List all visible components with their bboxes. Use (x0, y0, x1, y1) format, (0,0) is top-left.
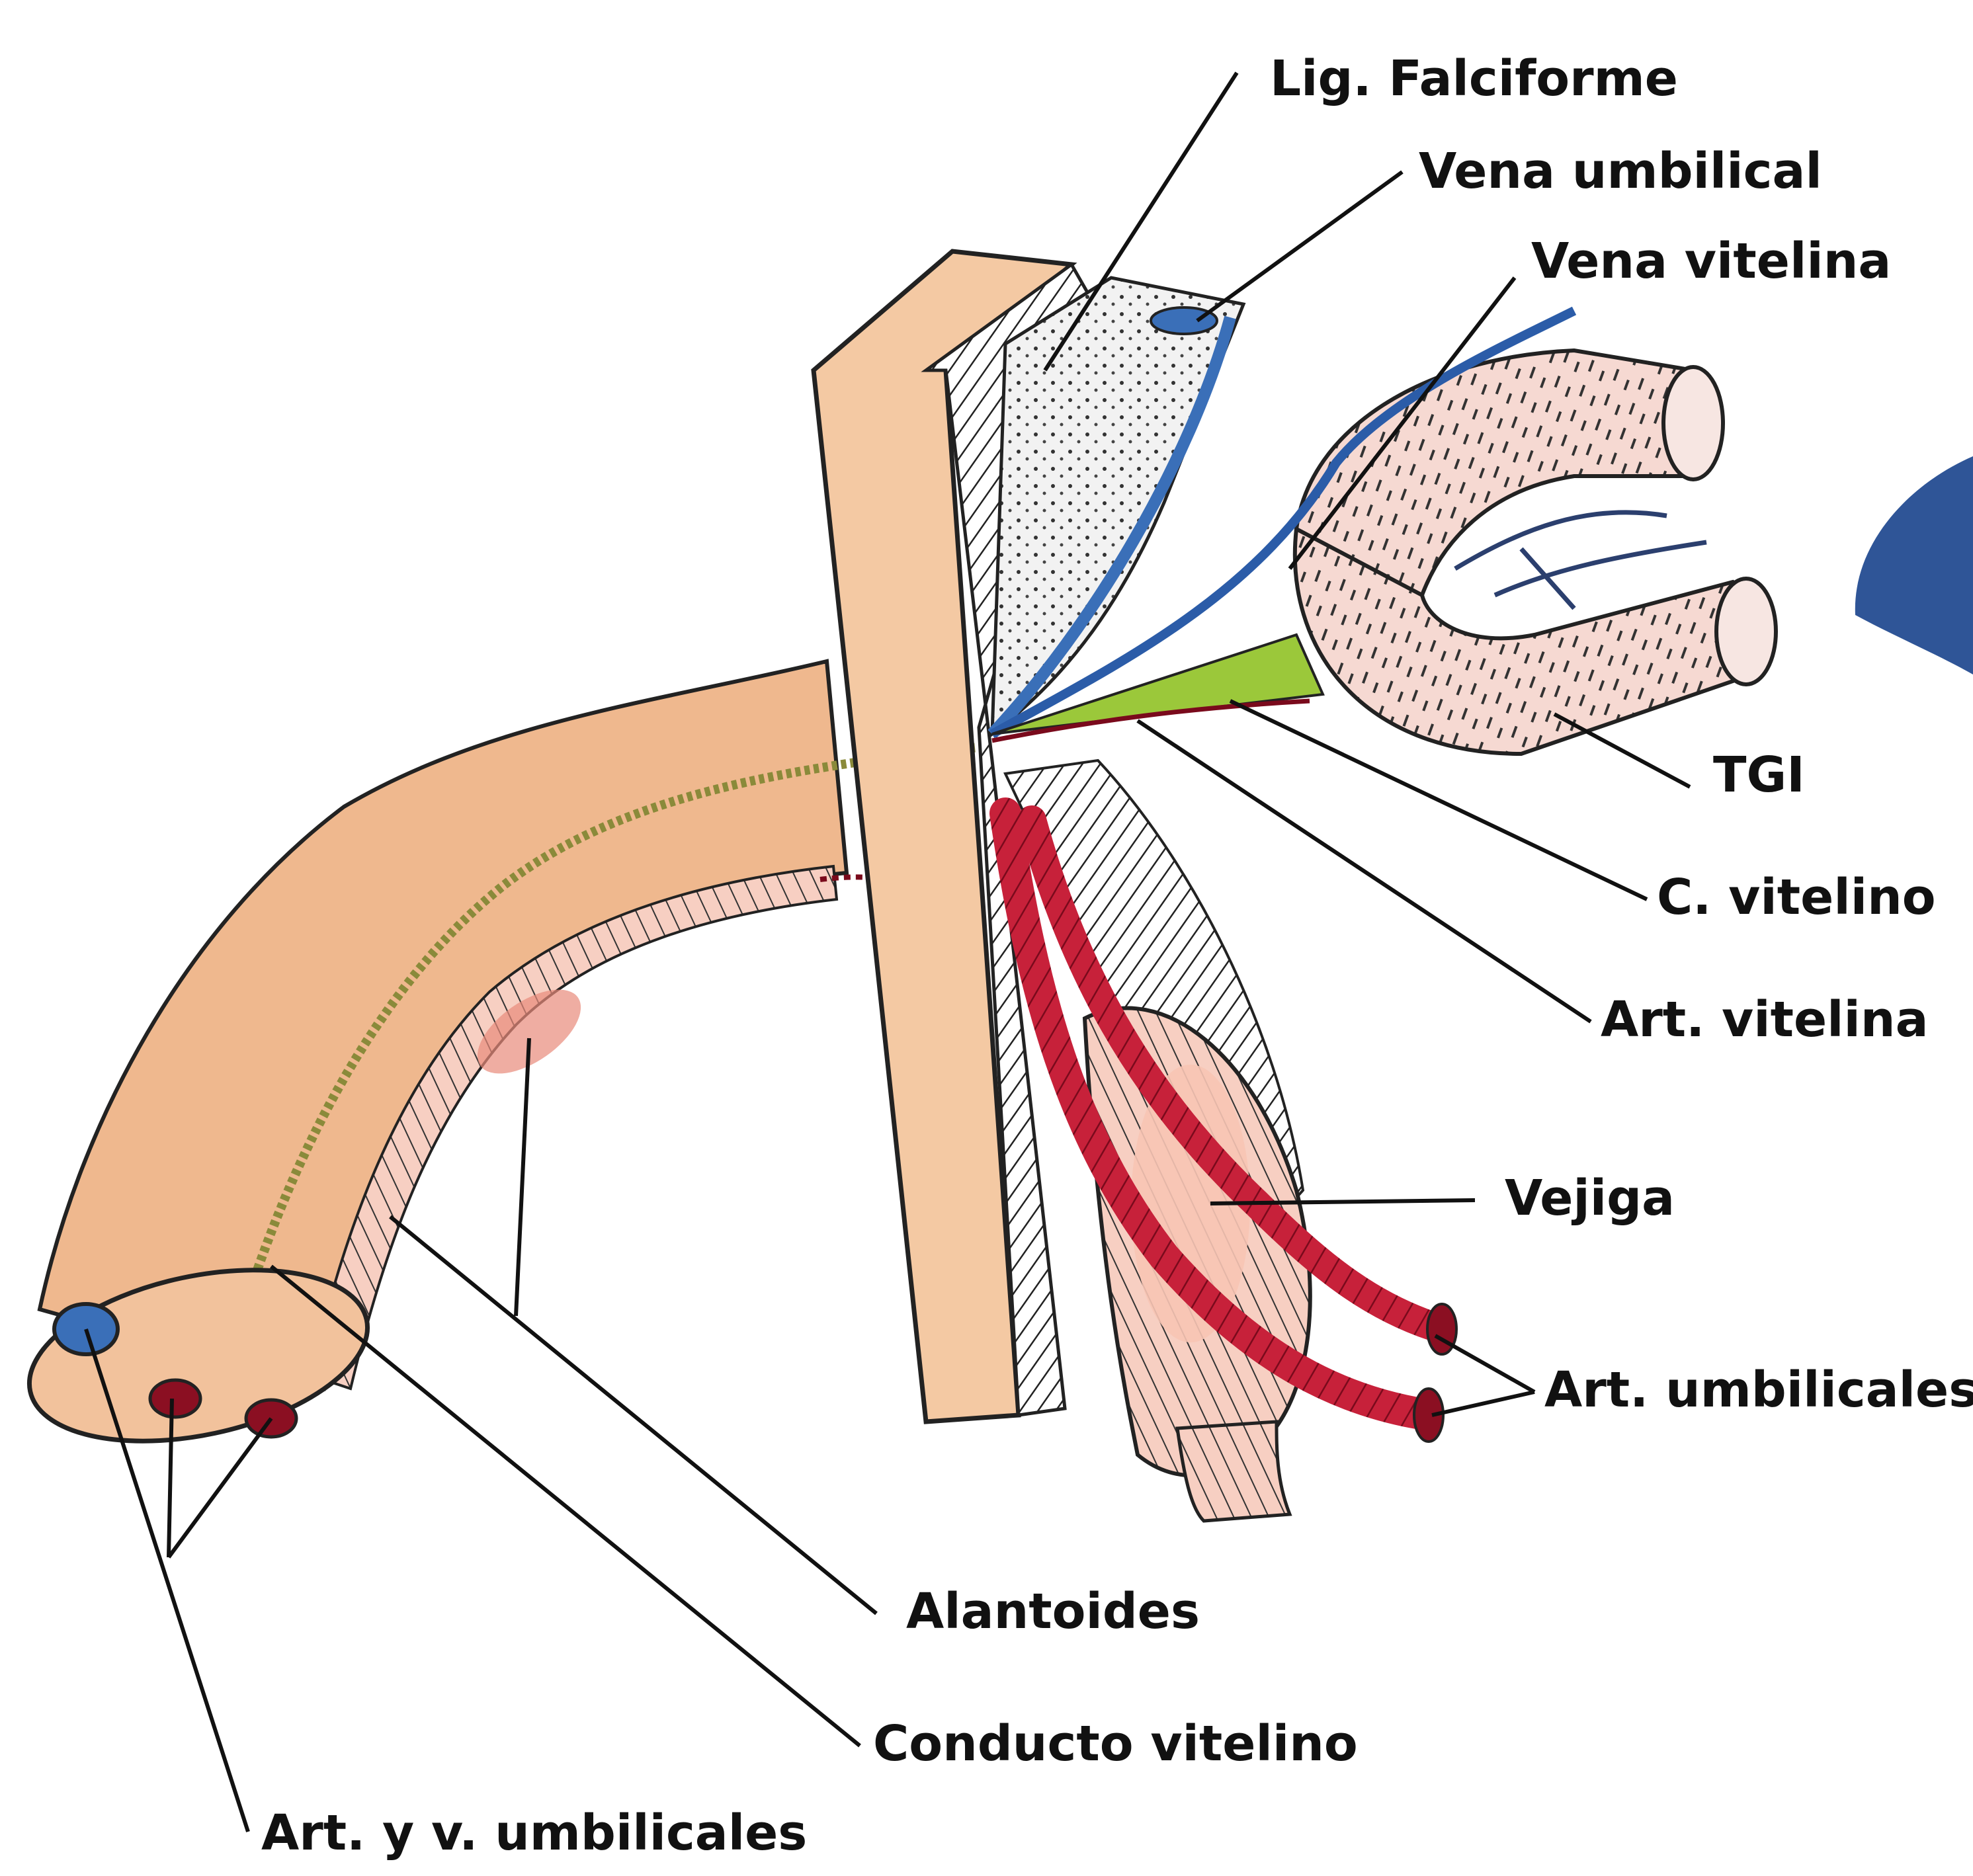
gut-loop-upper (1296, 350, 1713, 595)
label-vejiga: Vejiga (1505, 1174, 1675, 1223)
mesentery-vessels (1455, 512, 1706, 608)
umbilical-artery-section-1 (150, 1380, 200, 1417)
leader-vena-umbilical (1197, 172, 1402, 321)
label-conducto-vitelino: Conducto vitelino (873, 1719, 1358, 1768)
label-alantoides: Alantoides (906, 1587, 1200, 1636)
leader-alantoides (390, 1217, 876, 1613)
umbilical-cord (40, 661, 847, 1389)
bladder-stalk (1177, 1422, 1290, 1521)
leader-alantoides-2 (516, 1038, 529, 1316)
leader-art-umbilicales-2 (1432, 1392, 1534, 1415)
label-lig-falciforme: Lig. Falciforme (1270, 54, 1678, 103)
label-art-y-v-umbilicales: Art. y v. umbilicales (261, 1809, 807, 1857)
leader-tgi (1554, 714, 1690, 787)
label-art-umbilicales: Art. umbilicales (1544, 1366, 1973, 1414)
gut-loop-lower (1295, 529, 1753, 754)
label-vena-umbilical: Vena umbilical (1419, 147, 1822, 196)
label-vena-vitelina: Vena vitelina (1531, 237, 1891, 286)
leader-conducto-vitelino (271, 1266, 860, 1746)
accent-shape (1855, 456, 1973, 674)
leader-art-umbilicales-1 (1435, 1336, 1534, 1392)
label-art-vitelina: Art. vitelina (1601, 995, 1929, 1044)
label-c-vitelino: C. vitelino (1657, 873, 1936, 922)
gut-opening-lower (1716, 579, 1776, 684)
label-tgi: TGI (1713, 751, 1805, 799)
gut-opening-upper (1663, 367, 1723, 479)
